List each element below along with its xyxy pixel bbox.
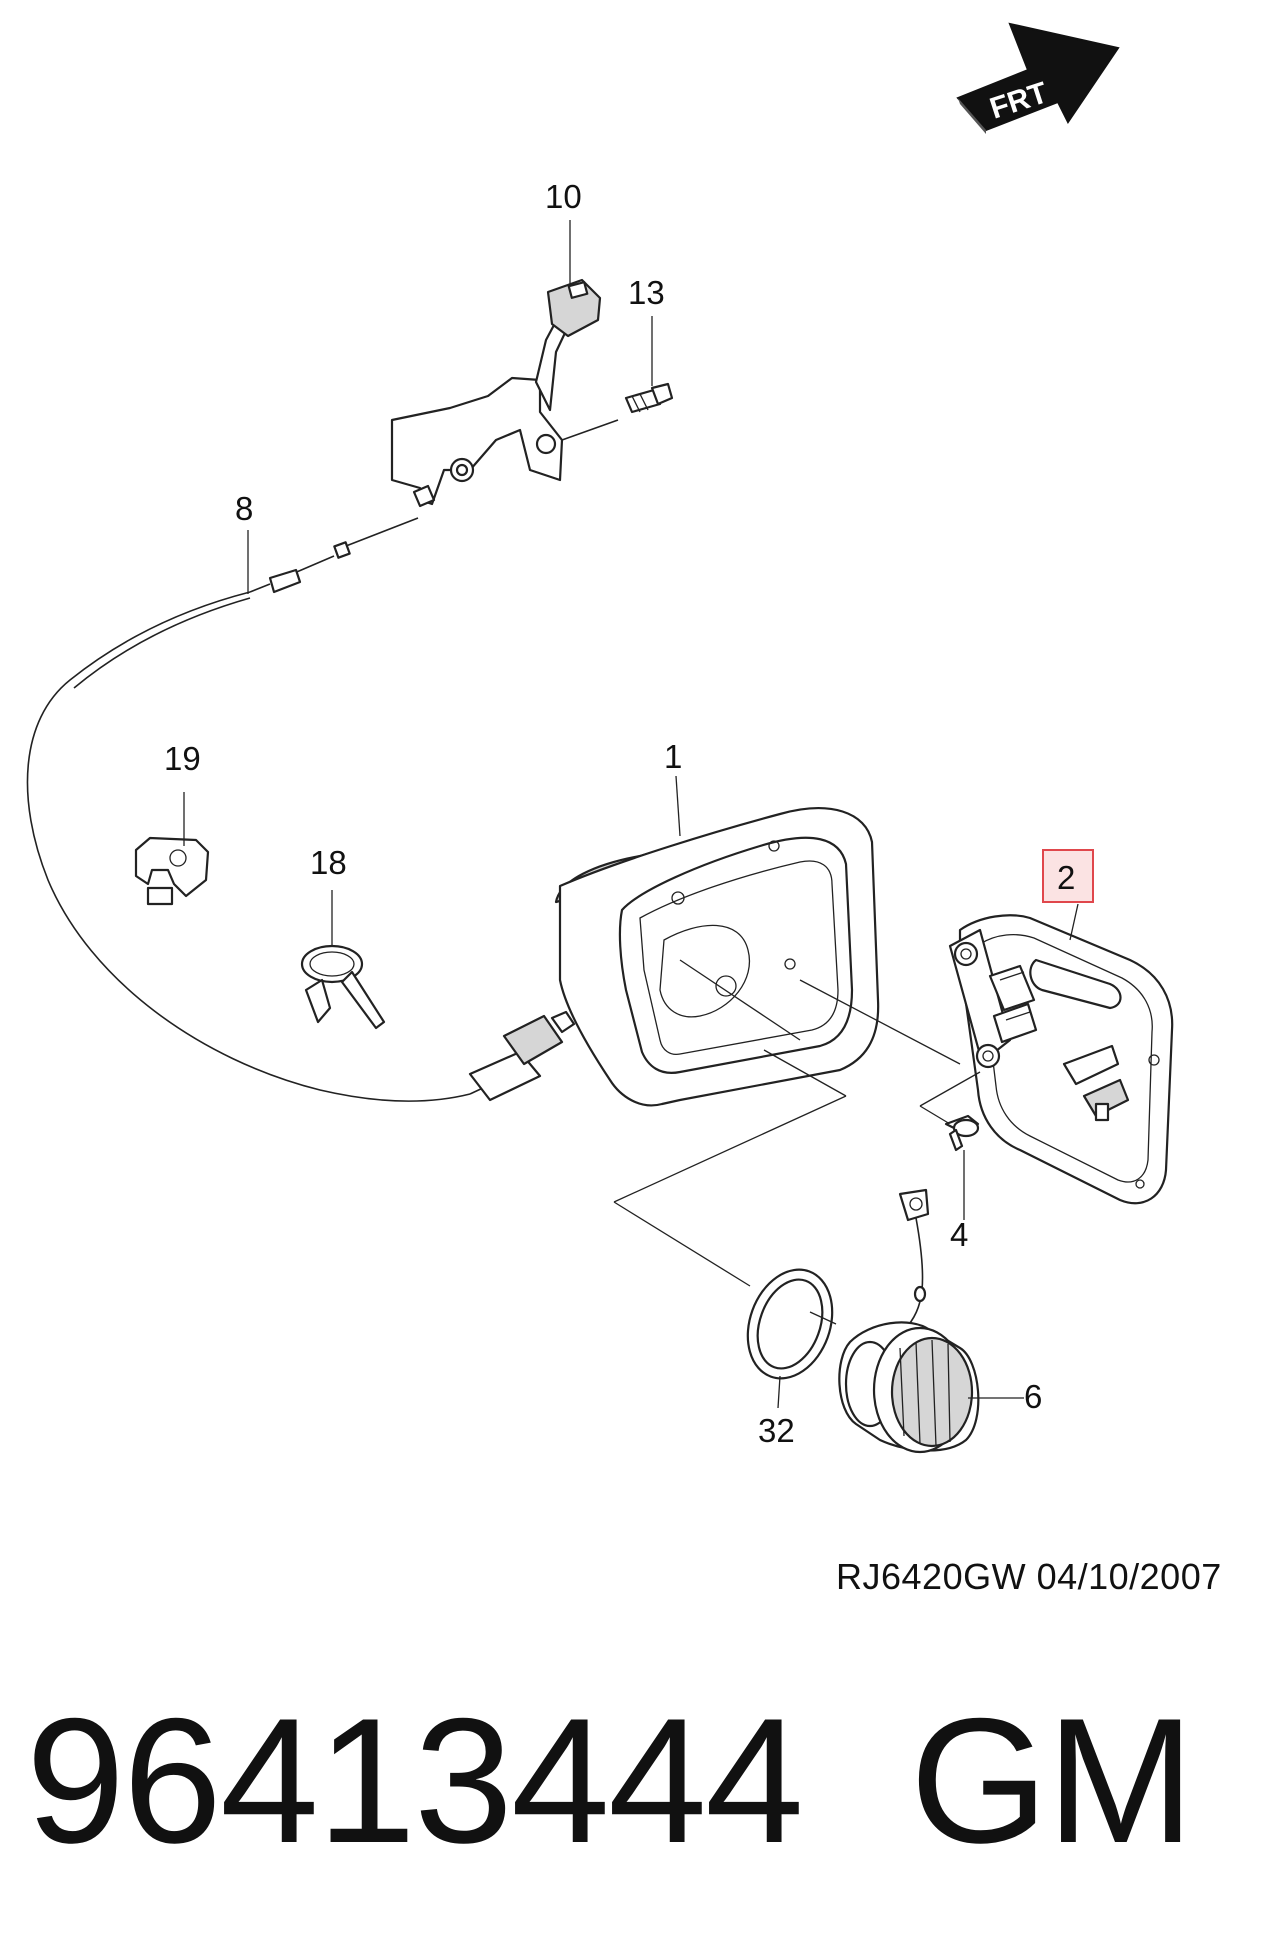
leader-lines-lower [613,1049,847,1287]
release-lever-assembly [390,278,619,508]
screw-4 [944,1114,980,1152]
bolt-13 [624,382,674,414]
brand: GM [909,1681,1195,1880]
cable-clip-19 [134,836,210,906]
highlighted-callout-2: 2 [1042,849,1094,903]
part-number: 96413444 [26,1681,804,1880]
callout-6: 6 [1024,1378,1042,1415]
fuel-door [799,914,1174,1205]
front-direction-arrow: FRT [956,22,1120,134]
diagram-reference: RJ6420GW 04/10/2007 [836,1556,1222,1597]
filler-housing [554,807,880,1107]
cable-tie-18 [300,944,386,1030]
callout-13: 13 [628,274,665,311]
callout-leaders [183,220,1079,1409]
callout-19: 19 [164,740,201,777]
fuel-cap-6 [838,1188,1024,1454]
callout-4: 4 [950,1216,968,1253]
callout-10: 10 [545,178,582,215]
cable-connector [468,1010,576,1102]
callout-1: 1 [664,738,682,775]
callout-18: 18 [310,844,347,881]
release-cable [26,517,501,1102]
callout-8: 8 [235,490,253,527]
seal-ring-32 [746,1268,837,1380]
callout-2: 2 [1057,859,1075,896]
highlight-box [1042,849,1094,903]
callout-32: 32 [758,1412,795,1449]
